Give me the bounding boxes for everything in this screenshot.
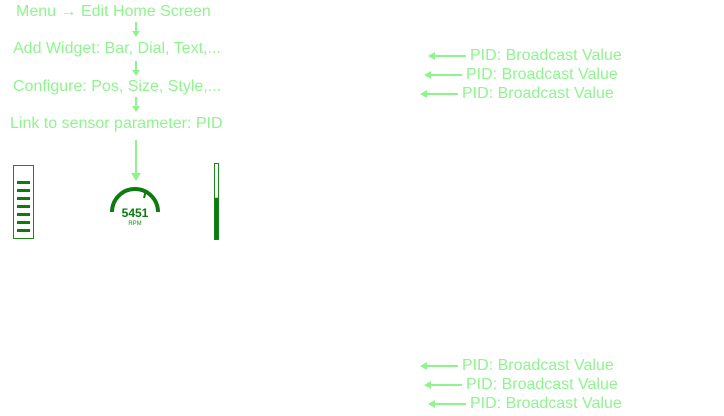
down-arrow-icon	[132, 22, 140, 37]
bar-gauge-segment	[17, 213, 30, 216]
bar-gauge-segment	[17, 197, 30, 200]
level-gauge-widget	[214, 163, 219, 240]
bar-gauge-segment	[17, 181, 30, 184]
menu-label: Menu	[16, 3, 57, 20]
pid-broadcast-row: PID: Broadcast Value	[420, 357, 614, 375]
edit-home-screen-label: Edit Home Screen	[80, 3, 211, 20]
left-arrow-icon	[420, 362, 458, 370]
pid-label: PID: Broadcast Value	[462, 85, 614, 102]
left-arrow-icon	[420, 90, 458, 98]
down-arrow-icon	[131, 140, 141, 181]
pid-label: PID: Broadcast Value	[466, 66, 618, 83]
left-arrow-icon	[428, 52, 466, 60]
pid-broadcast-row: PID: Broadcast Value	[428, 395, 622, 413]
down-arrow-icon	[132, 97, 140, 112]
bar-gauge-segment	[17, 229, 30, 232]
down-arrow-icon	[132, 61, 140, 76]
bar-gauge-segment	[17, 221, 30, 224]
bar-gauge-widget	[13, 165, 34, 239]
left-arrow-icon	[424, 71, 462, 79]
dial-value: 5451	[121, 206, 149, 220]
flow-step-link-pid: Link to sensor parameter: PID	[10, 115, 223, 132]
dial-needle	[143, 189, 147, 199]
level-fill	[214, 197, 219, 240]
bar-gauge-segment	[17, 173, 30, 176]
dial-unit: RPM	[128, 221, 142, 227]
flow-step-menu: Menu → Edit Home Screen	[16, 3, 211, 21]
pid-broadcast-row: PID: Broadcast Value	[420, 85, 614, 103]
bar-gauge-segment	[17, 189, 30, 192]
left-arrow-icon	[424, 381, 462, 389]
dial-gauge-widget	[110, 187, 160, 213]
right-arrow-icon: →	[60, 3, 77, 20]
pid-label: PID: Broadcast Value	[470, 47, 622, 64]
pid-broadcast-row: PID: Broadcast Value	[428, 47, 622, 65]
pid-label: PID: Broadcast Value	[466, 376, 618, 393]
pid-label: PID: Broadcast Value	[462, 357, 614, 374]
pid-label: PID: Broadcast Value	[470, 395, 622, 412]
flow-step-add-widget: Add Widget: Bar, Dial, Text,...	[13, 40, 221, 57]
flow-step-configure: Configure: Pos, Size, Style,...	[13, 78, 222, 95]
pid-broadcast-row: PID: Broadcast Value	[424, 376, 618, 394]
bar-gauge-segment	[17, 205, 30, 208]
left-arrow-icon	[428, 400, 466, 408]
pid-broadcast-row: PID: Broadcast Value	[424, 66, 618, 84]
